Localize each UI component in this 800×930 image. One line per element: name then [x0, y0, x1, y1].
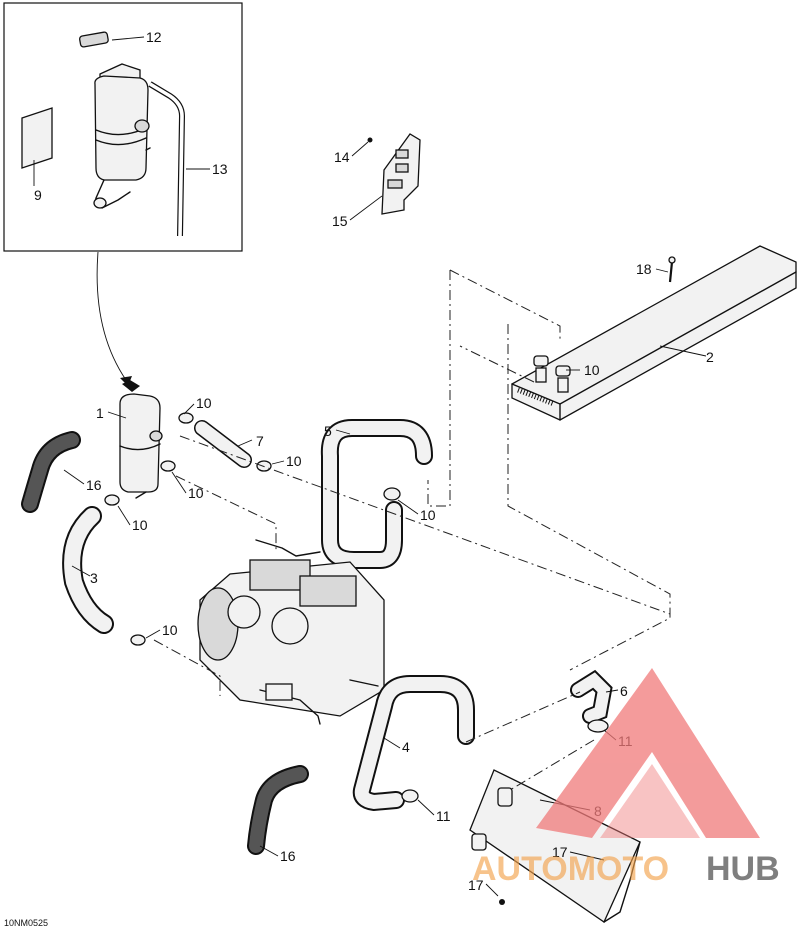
callout-15: 15: [332, 213, 348, 229]
hose-4-part: [352, 675, 475, 812]
callout-3: 3: [90, 570, 98, 586]
hose-3-part: [62, 506, 114, 634]
coolant-reservoir-detail: [93, 63, 151, 209]
hose-7-part: [194, 420, 252, 468]
corrugated-hose-lower: [247, 765, 309, 855]
callout-9: 9: [34, 187, 42, 203]
callout-13: 13: [212, 161, 228, 177]
corrugated-hose-upper: [21, 431, 81, 513]
reservoir-cap-part: [78, 31, 109, 48]
callout-10e: 10: [132, 517, 148, 533]
callout-14: 14: [334, 149, 350, 165]
callout-6: 6: [620, 683, 628, 699]
figure-code: 10NM0525: [4, 918, 48, 928]
inset-pointer-arrow: [96, 251, 127, 381]
heat-exchanger-part: [511, 245, 797, 421]
engine-assembly: [197, 539, 385, 725]
routing-lines: [153, 269, 671, 791]
callout-10g: 10: [420, 507, 436, 523]
callout-10d: 10: [188, 485, 204, 501]
callout-17b: 17: [468, 877, 484, 893]
watermark-brand-part1: AUTOMOTO: [472, 850, 669, 888]
callout-10f: 10: [162, 622, 178, 638]
decal-part: [21, 107, 53, 169]
callout-16a: 16: [86, 477, 102, 493]
callout-11b: 11: [436, 808, 451, 824]
callout-2: 2: [706, 349, 714, 365]
callout-10c: 10: [286, 453, 302, 469]
elbow-fitting-part: [570, 669, 613, 733]
radiator-fittings: [533, 355, 571, 393]
callout-4: 4: [402, 739, 410, 755]
callout-18: 18: [636, 261, 652, 277]
callout-17a: 17: [552, 844, 568, 860]
overflow-hose-part: [148, 81, 186, 237]
inset-detail-box: [3, 2, 243, 252]
callout-1: 1: [96, 405, 104, 421]
callout-5: 5: [324, 423, 332, 439]
tunnel-cooler-part: [469, 769, 641, 923]
bolt-part: [668, 256, 676, 283]
callout-7: 7: [256, 433, 264, 449]
mounting-bracket-part: [367, 133, 421, 215]
callout-16b: 16: [280, 848, 296, 864]
hose-5-part: [320, 419, 433, 569]
leader-lines: [33, 36, 707, 897]
clamp-11-lower: [401, 789, 419, 803]
watermark-brand-part2: HUB: [706, 850, 780, 888]
callout-12: 12: [146, 29, 162, 45]
callout-10b: 10: [584, 362, 600, 378]
watermark-logo: AUTOMOTO HUB: [472, 668, 780, 888]
coolant-reservoir-part: [119, 380, 163, 499]
callout-10a: 10: [196, 395, 212, 411]
